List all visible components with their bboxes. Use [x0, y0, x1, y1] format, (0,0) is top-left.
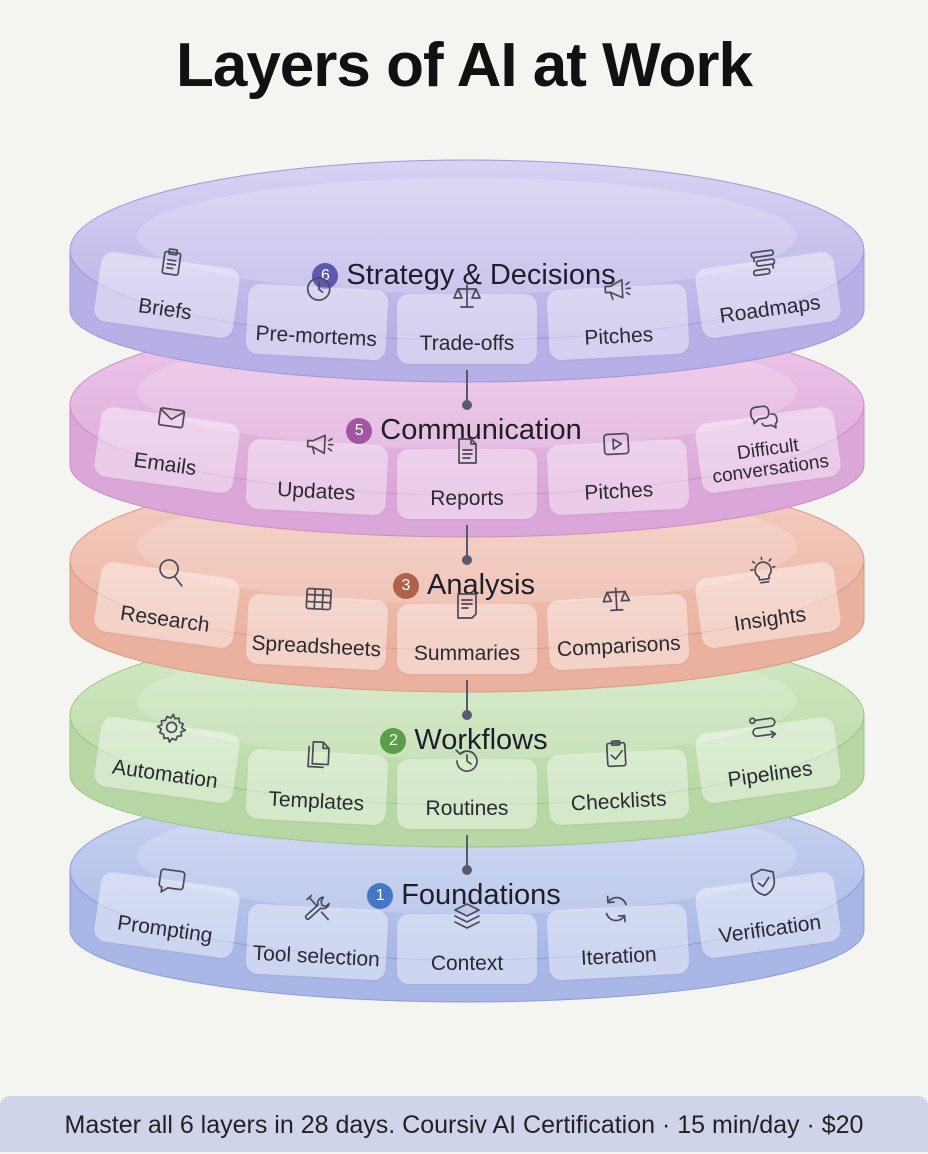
card-updates[interactable]: Updates [245, 438, 388, 515]
tools-icon [302, 892, 336, 926]
layer-number-badge: 1 [367, 883, 393, 909]
card-templates[interactable]: Templates [245, 748, 388, 825]
shield-check-icon [745, 864, 781, 900]
chat-bubbles-icon [746, 401, 782, 437]
card-label: Routines [397, 798, 537, 819]
video-icon [599, 427, 633, 461]
card-label: Context [397, 953, 537, 974]
layer-connector [466, 525, 468, 561]
megaphone-icon [302, 427, 336, 461]
card-context[interactable]: Context [397, 914, 537, 984]
card-trade-offs[interactable]: Trade-offs [397, 294, 537, 364]
card-label: Trade-offs [397, 333, 537, 354]
card-comparisons[interactable]: Comparisons [546, 593, 689, 670]
card-checklists[interactable]: Checklists [546, 748, 689, 825]
layer-number-badge: 5 [346, 418, 372, 444]
scale-icon [599, 582, 633, 616]
table-icon [302, 582, 336, 616]
summary-icon [451, 590, 483, 622]
card-label: Reports [397, 488, 537, 509]
card-label: Pitches [548, 322, 689, 351]
card-label: Spreadsheets [246, 632, 387, 661]
card-label: Comparisons [548, 632, 689, 661]
roadmap-icon [745, 244, 781, 280]
footer-banner[interactable]: Master all 6 layers in 28 days. Coursiv … [0, 1096, 928, 1152]
card-label: Checklists [548, 787, 689, 816]
card-pitches[interactable]: Pitches [546, 283, 689, 360]
lightbulb-icon [745, 554, 781, 590]
card-iteration[interactable]: Iteration [546, 903, 689, 980]
scale-icon [451, 280, 483, 312]
layer-connector [466, 835, 468, 871]
pipeline-icon [745, 709, 781, 745]
card-reports[interactable]: Reports [397, 449, 537, 519]
refresh-icon [599, 892, 633, 926]
files-icon [302, 737, 336, 771]
gear-icon [154, 709, 190, 745]
layer-number-badge: 3 [393, 573, 419, 599]
card-label: Summaries [397, 643, 537, 664]
card-pitches[interactable]: Pitches [546, 438, 689, 515]
card-summaries[interactable]: Summaries [397, 604, 537, 674]
clock-icon [302, 272, 336, 306]
card-routines[interactable]: Routines [397, 759, 537, 829]
mail-icon [154, 399, 190, 435]
megaphone-icon [599, 272, 633, 306]
chat-icon [154, 864, 190, 900]
search-icon [154, 554, 190, 590]
card-label: Pre-mortems [246, 322, 387, 351]
history-icon [451, 745, 483, 777]
card-spreadsheets[interactable]: Spreadsheets [245, 593, 388, 670]
layer-number-badge: 2 [380, 728, 406, 754]
clipboard-icon [154, 244, 190, 280]
layer-connector [466, 680, 468, 716]
layer-connector [466, 370, 468, 406]
card-label: Iteration [548, 942, 689, 971]
card-label: Tool selection [246, 942, 387, 971]
checklist-icon [599, 737, 633, 771]
layers-icon [451, 900, 483, 932]
card-tool-selection[interactable]: Tool selection [245, 903, 388, 980]
card-pre-mortems[interactable]: Pre-mortems [245, 283, 388, 360]
card-label: Updates [246, 477, 387, 506]
document-icon [451, 435, 483, 467]
card-label: Templates [246, 787, 387, 816]
card-label: Pitches [548, 477, 689, 506]
